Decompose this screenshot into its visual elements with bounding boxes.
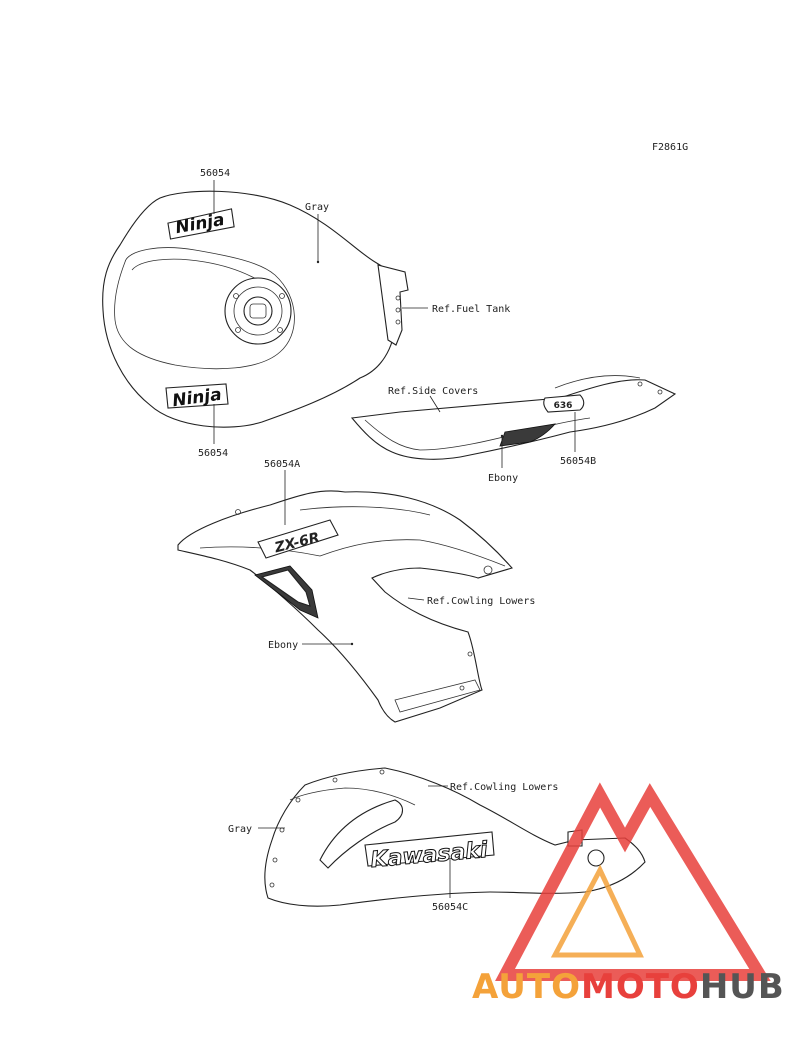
side-cover-group: 636 bbox=[350, 375, 677, 468]
label-tank-decal-top: 56054 bbox=[200, 168, 230, 179]
lower-cowl-badge bbox=[364, 831, 495, 867]
fuel-tank-group: Ninja Ninja bbox=[102, 180, 428, 444]
side-cover bbox=[350, 379, 677, 460]
figure-code: F2861G bbox=[652, 142, 688, 153]
lower-cowl-group: Kawasaki bbox=[258, 767, 646, 907]
watermark-text: AUTOMOTOHUB bbox=[472, 967, 785, 1007]
label-lower-cowl-color: Gray bbox=[228, 824, 252, 835]
label-lower-cowl-decal: 56054C bbox=[432, 902, 468, 913]
side-cover-badge bbox=[543, 394, 585, 413]
label-side-cover-decal: 56054B bbox=[560, 456, 596, 467]
watermark-moto: MOTO bbox=[581, 967, 700, 1007]
watermark-logo bbox=[495, 782, 771, 981]
svg-text:636: 636 bbox=[554, 401, 573, 411]
label-ref-side-covers: Ref.Side Covers bbox=[388, 386, 478, 397]
label-ref-fuel-tank: Ref.Fuel Tank bbox=[432, 304, 510, 315]
label-ref-cowling-lowers-2: Ref.Cowling Lowers bbox=[450, 782, 558, 793]
label-tank-color: Gray bbox=[305, 202, 329, 213]
watermark-auto: AUTO bbox=[472, 967, 581, 1007]
watermark-hub: HUB bbox=[700, 967, 785, 1007]
label-side-cover-color: Ebony bbox=[488, 473, 518, 484]
label-upper-cowl-decal: 56054A bbox=[264, 459, 300, 470]
label-ref-cowling-lowers-1: Ref.Cowling Lowers bbox=[427, 596, 535, 607]
ninja-decal-bottom: Ninja bbox=[165, 383, 229, 411]
label-upper-cowl-color: Ebony bbox=[268, 640, 298, 651]
upper-cowl-group: ZX-6R bbox=[177, 470, 513, 723]
upper-cowl-badge bbox=[257, 519, 339, 559]
label-tank-decal-bottom: 56054 bbox=[198, 448, 228, 459]
fuel-cap bbox=[243, 296, 273, 326]
